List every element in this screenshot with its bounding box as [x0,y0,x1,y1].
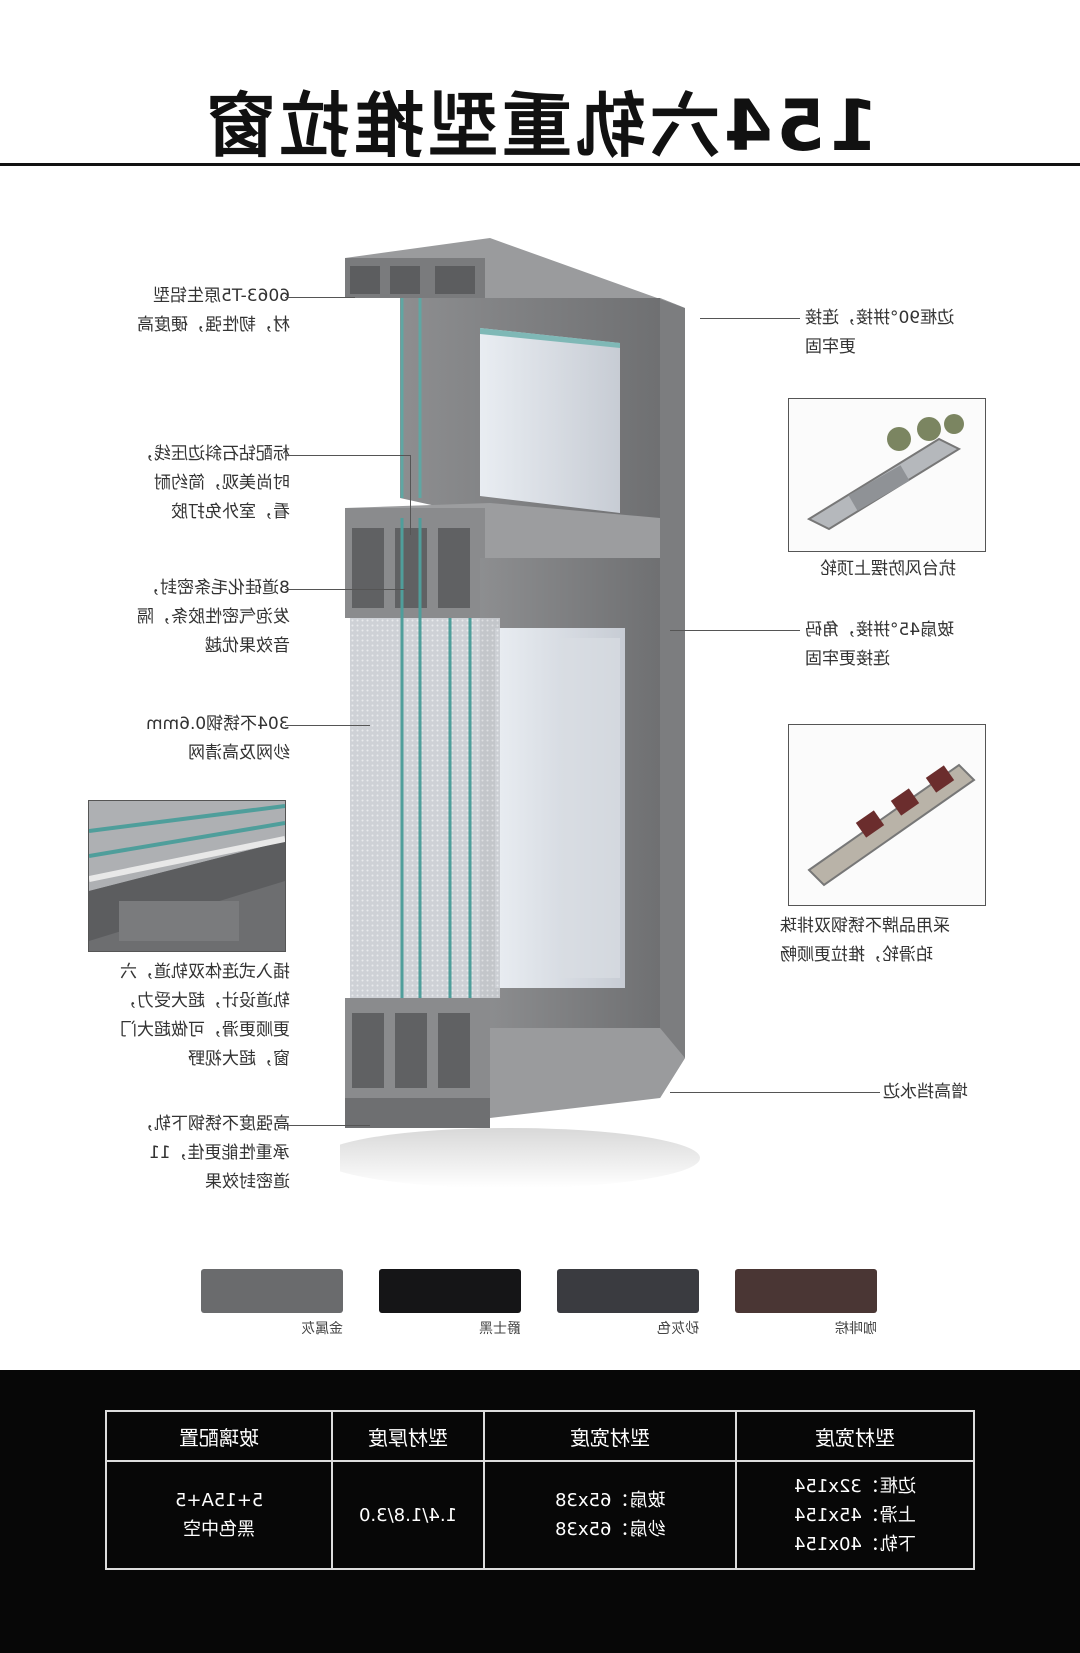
swatch-label: 咖啡棕 [835,1321,877,1337]
leader-line [285,455,410,456]
spec-header: 型材厚度 [331,1410,485,1462]
callout-seal-strips: 8道硅化毛条密封，发泡气密性胶条，隔音效果优越 [137,578,290,656]
double-rail-detail-photo [88,800,286,952]
leader-line [670,630,800,631]
color-swatch [557,1269,699,1313]
callout-top-roller: 抗台风防摆上顶轮 [820,559,956,579]
callout-bevel-bead: 标配钻石斜边压线，时尚美观，简约耐看，室外免打胶 [137,444,290,522]
spec-header: 型材宽度 [735,1410,975,1462]
swatch-label: 砂灰色 [657,1321,699,1337]
callout-water-barrier: 增高挡水边 [883,1082,968,1102]
swatch-label: 金属灰 [301,1321,343,1337]
callout-double-rail: 插入式连体双轨道，六轨道设计，超大受力，更顺更滑，可做超大门窗，超大视野 [120,962,290,1069]
swatch-label: 爵士黑 [479,1321,521,1337]
leader-line [410,455,411,535]
callout-sash-joint: 玻扇45°拼接，角码连接更牢固 [805,620,955,669]
callout-aluminum-profile: 6063-T5原生铝型材，韧性强，硬度高 [137,286,290,335]
top-roller-photo [788,398,986,552]
leader-line [285,1125,370,1126]
leader-line [700,318,800,319]
spec-cell: 1.4/1.8/3.0 [331,1460,485,1570]
window-cross-section-illustration [340,238,700,1188]
bottom-pulley-photo [788,724,986,906]
leader-line [670,1092,880,1093]
color-swatch [379,1269,521,1313]
callout-frame-joint: 边框90°拼接，连接更牢固 [805,308,955,357]
title-divider [0,163,1080,166]
leader-line [285,297,355,298]
leader-line [285,589,405,590]
color-swatch [735,1269,877,1313]
spec-header: 玻璃配置 [105,1410,333,1462]
color-swatch [201,1269,343,1313]
spec-header: 型材宽度 [483,1410,737,1462]
leader-line [285,725,370,726]
callout-pulley: 采用品牌不锈钢双排珠珀滑轮，推拉更顺畅 [780,916,950,965]
page-title: 154六轨重型推拉窗 [201,85,879,167]
